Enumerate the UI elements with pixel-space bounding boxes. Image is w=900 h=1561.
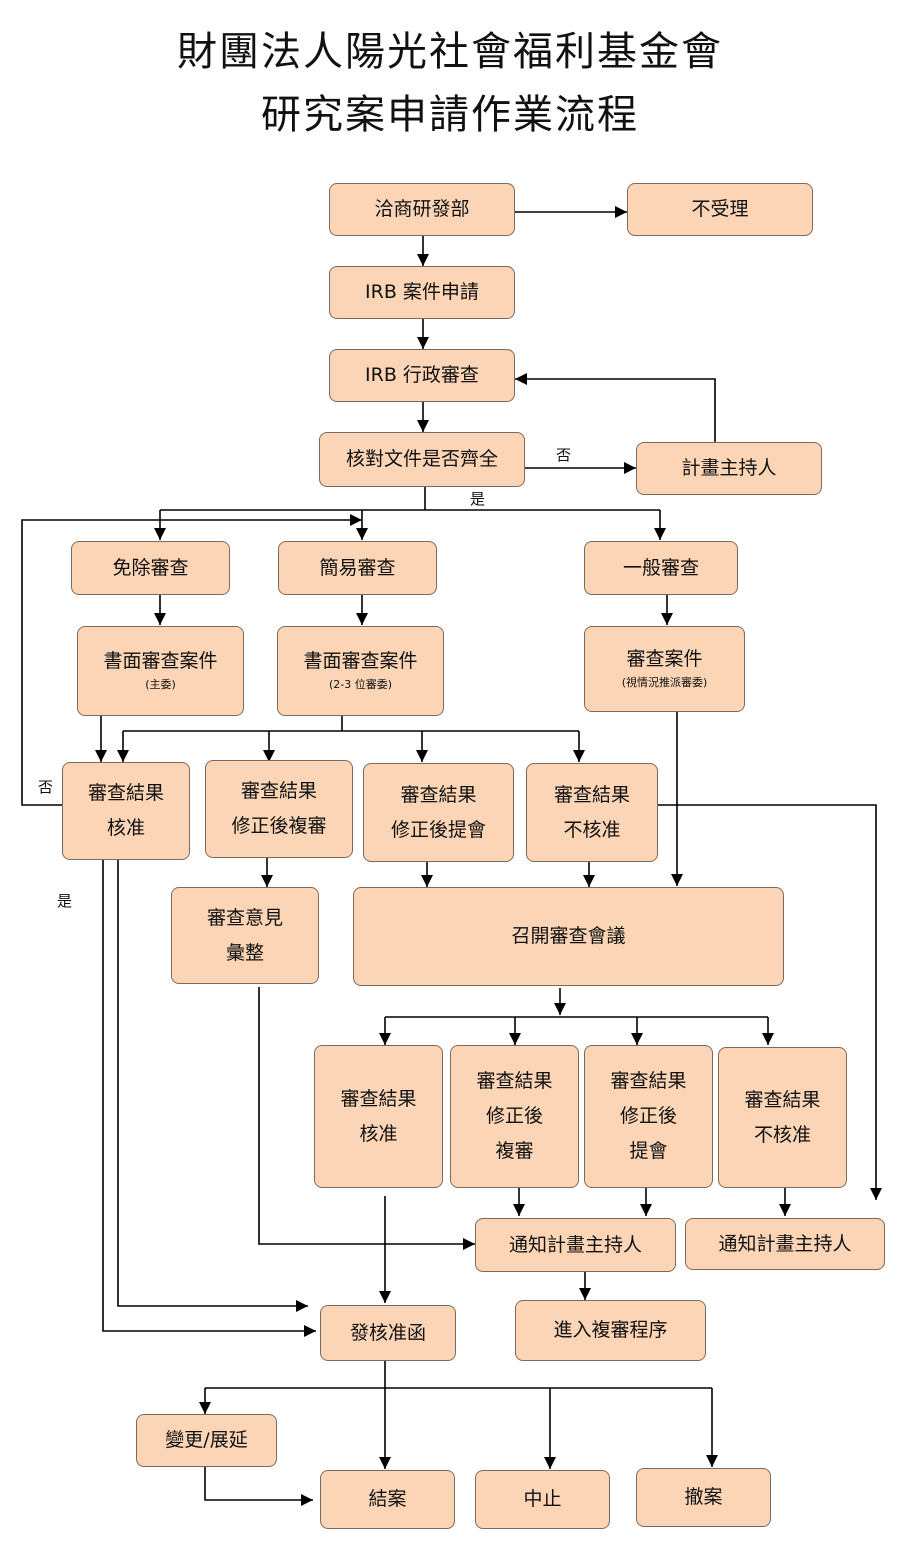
node-check-docs: 核對文件是否齊全 xyxy=(319,432,525,487)
label-no-left: 否 xyxy=(38,778,54,796)
title-line-1: 財團法人陽光社會福利基金會 xyxy=(177,29,723,75)
node-approval-letter: 發核准函 xyxy=(320,1305,456,1361)
node-meeting-revise-rereview: 審查結果 修正後 複審 xyxy=(450,1045,579,1188)
node-written-members: 書面審查案件 (2-3 位審委) xyxy=(277,626,444,716)
node-pi-top: 計畫主持人 xyxy=(636,442,822,495)
node-meeting-approve: 審查結果 核准 xyxy=(314,1045,443,1188)
arrow-pi-to-admin xyxy=(515,373,716,442)
arrow-approve-no-loop xyxy=(21,514,362,806)
node-not-accept: 不受理 xyxy=(627,183,813,236)
node-notify-pi-1: 通知計畫主持人 xyxy=(475,1218,676,1272)
arrow-reject-to-notify2 xyxy=(658,804,882,1200)
label-yes-left: 是 xyxy=(57,892,73,910)
node-result-revise-rereview: 審查結果 修正後複審 xyxy=(205,760,353,858)
node-withdraw: 撤案 xyxy=(636,1468,771,1527)
node-result-approve: 審查結果 核准 xyxy=(62,762,190,860)
node-amend-extend: 變更/展延 xyxy=(136,1414,277,1467)
node-meeting-reject: 審查結果 不核准 xyxy=(718,1047,847,1188)
node-expedited: 簡易審查 xyxy=(278,541,437,595)
node-result-reject: 審查結果 不核准 xyxy=(526,763,658,862)
node-suspend: 中止 xyxy=(475,1470,610,1529)
node-meeting-revise-meeting: 審查結果 修正後 提會 xyxy=(584,1045,713,1188)
arrow-amend-to-close xyxy=(204,1467,313,1506)
node-irb-admin: IRB 行政審查 xyxy=(329,349,515,402)
node-irb-apply: IRB 案件申請 xyxy=(329,266,515,319)
node-result-revise-meeting: 審查結果 修正後提會 xyxy=(363,763,514,862)
node-opinions: 審查意見 彙整 xyxy=(171,887,319,984)
node-review-case: 審查案件 (視情況推派審委) xyxy=(584,626,745,712)
label-no-right: 否 xyxy=(556,446,572,464)
node-written-chair: 書面審查案件 (主委) xyxy=(77,626,244,716)
node-consult: 洽商研發部 xyxy=(329,183,515,236)
node-meeting: 召開審查會議 xyxy=(353,887,784,986)
arrow-opinions-to-notify1 xyxy=(258,987,475,1250)
label-yes-center: 是 xyxy=(470,490,486,508)
node-close: 結案 xyxy=(320,1470,455,1529)
arrow-approve-yes-to-letter-b xyxy=(102,860,316,1337)
title-line-2: 研究案申請作業流程 xyxy=(261,92,639,138)
arrow-approve-yes-to-letter-a xyxy=(117,860,308,1312)
node-exempt: 免除審查 xyxy=(71,541,230,595)
node-re-review: 進入複審程序 xyxy=(515,1300,706,1361)
node-general: 一般審查 xyxy=(584,541,738,595)
node-notify-pi-2: 通知計畫主持人 xyxy=(685,1218,885,1270)
